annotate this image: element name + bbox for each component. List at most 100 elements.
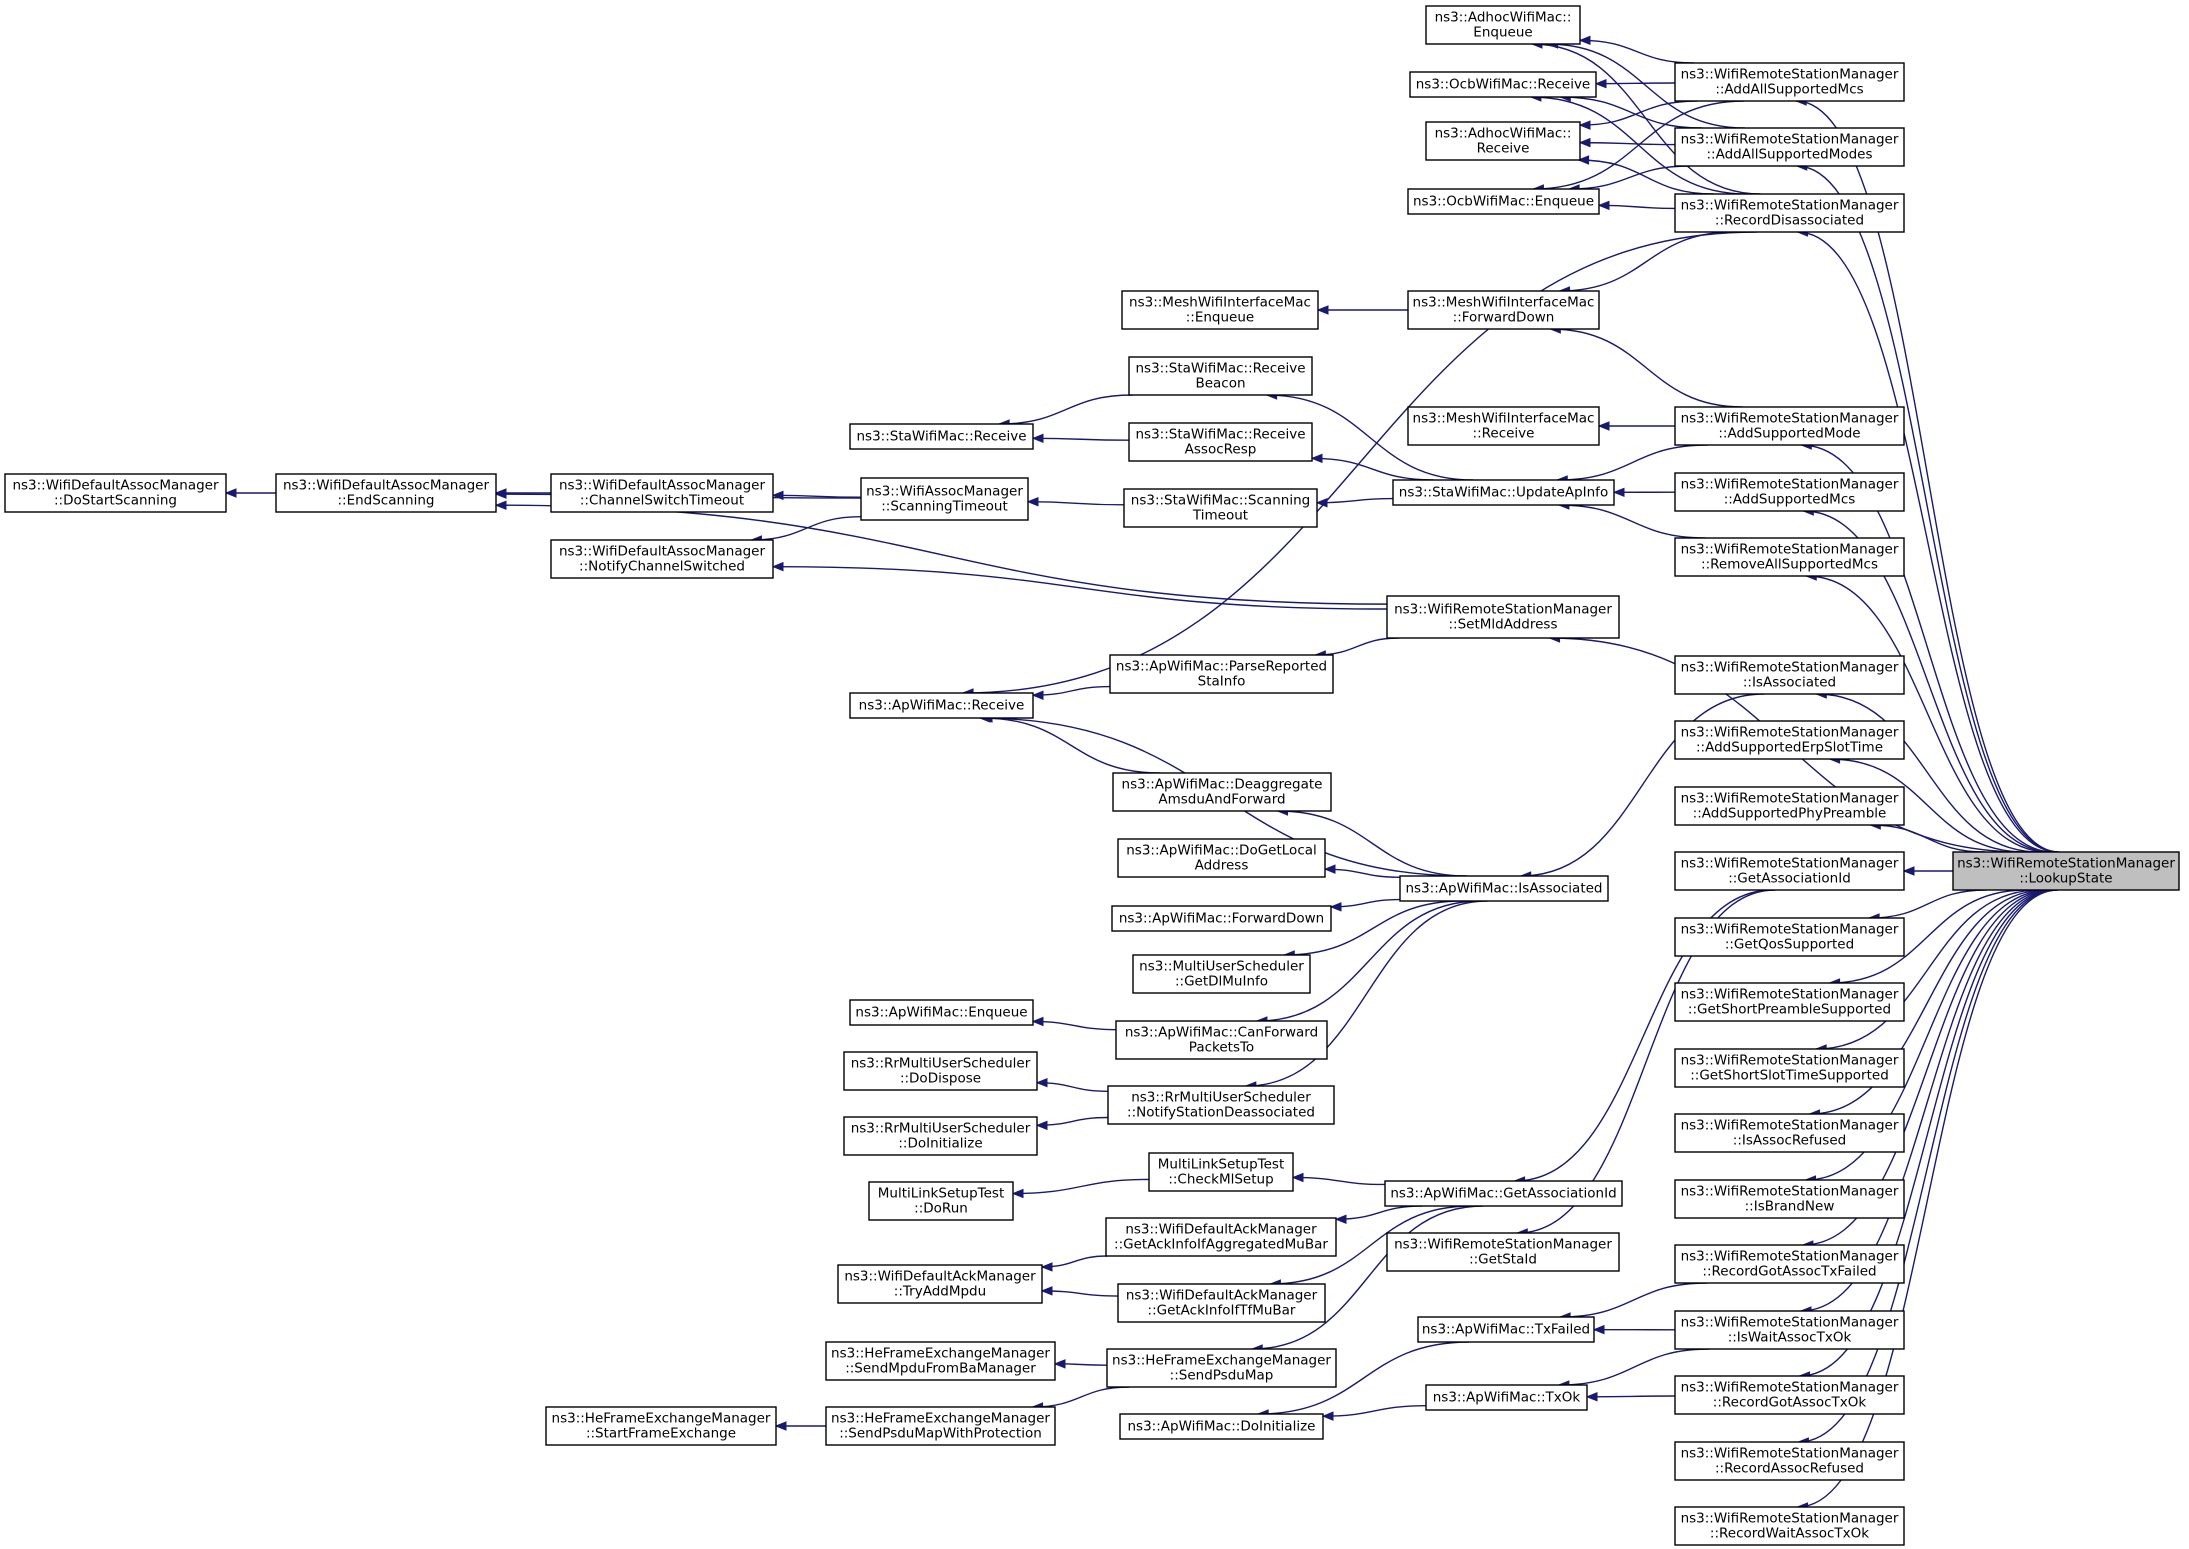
node-get_qos_supported[interactable]: ns3::WifiRemoteStationManager::GetQosSup… (1674, 917, 1905, 957)
node-rr_do_initialize[interactable]: ns3::RrMultiUserScheduler::DoInitialize (843, 1116, 1038, 1156)
edge-ap_receive-to-record_disassociated (963, 231, 1757, 694)
node-ack_get_ack_info_agg_mu_bar[interactable]: ns3::WifiDefaultAckManager::GetAckInfoIf… (1105, 1217, 1337, 1257)
node-ack_try_add_mpdu[interactable]: ns3::WifiDefaultAckManager::TryAddMpdu (837, 1264, 1043, 1304)
node-record_assoc_refused[interactable]: ns3::WifiRemoteStationManager::RecordAss… (1674, 1441, 1905, 1481)
edge-assoc_scanning_timeout-to-sta_scanning_timeout (1027, 501, 1125, 506)
node-box (1128, 356, 1313, 396)
node-he_send_mpdu_from_ba_manager[interactable]: ns3::HeFrameExchangeManager::SendMpduFro… (825, 1341, 1056, 1381)
node-mls_do_run[interactable]: MultiLinkSetupTest::DoRun (868, 1181, 1014, 1221)
node-he_send_psdu_map_with_protection[interactable]: ns3::HeFrameExchangeManager::SendPsduMap… (825, 1406, 1056, 1446)
edge-adhoc_receive-to-record_disassociated (1578, 159, 1714, 195)
node-box (1109, 654, 1334, 694)
node-rr_notify_station_deassociated[interactable]: ns3::RrMultiUserScheduler::NotifyStation… (1107, 1085, 1335, 1125)
edge-default_notify_channel_switched-to-set_mld_address (772, 565, 1388, 610)
node-is_assoc_refused[interactable]: ns3::WifiRemoteStationManager::IsAssocRe… (1674, 1113, 1905, 1153)
node-add_supported_mode[interactable]: ns3::WifiRemoteStationManager::AddSuppor… (1674, 406, 1905, 446)
nodes-layer: ns3::WifiRemoteStationManager::LookupSta… (4, 5, 2180, 1546)
node-adhoc_receive[interactable]: ns3::AdhocWifiMac::Receive (1425, 121, 1581, 161)
node-mesh_receive[interactable]: ns3::MeshWifiInterfaceMac::Receive (1407, 406, 1600, 446)
node-he_send_psdu_map[interactable]: ns3::HeFrameExchangeManager::SendPsduMap (1106, 1348, 1337, 1388)
node-he_start_frame_exchange[interactable]: ns3::HeFrameExchangeManager::StartFrameE… (545, 1406, 777, 1446)
node-ack_get_ack_info_tf_mu_bar[interactable]: ns3::WifiDefaultAckManager::GetAckInfoIf… (1117, 1283, 1326, 1323)
node-wrsm_get_sta_id[interactable]: ns3::WifiRemoteStationManager::GetStaId (1386, 1232, 1620, 1272)
edge-arrowhead (1585, 1392, 1598, 1402)
node-default_notify_channel_switched[interactable]: ns3::WifiDefaultAssocManager::NotifyChan… (550, 539, 774, 579)
node-ap_enqueue[interactable]: ns3::ApWifiMac::Enqueue (849, 999, 1034, 1026)
edge-arrowhead (1578, 137, 1591, 148)
edge-arrowhead (1031, 433, 1044, 444)
node-record_wait_assoc_tx_ok[interactable]: ns3::WifiRemoteStationManager::RecordWai… (1674, 1506, 1905, 1546)
edge-arrowhead (1031, 690, 1044, 700)
node-rr_do_dispose[interactable]: ns3::RrMultiUserScheduler::DoDispose (843, 1051, 1038, 1091)
node-default_channel_switch_timeout[interactable]: ns3::WifiDefaultAssocManager::ChannelSwi… (550, 473, 774, 513)
node-is_wait_assoc_tx_ok[interactable]: ns3::WifiRemoteStationManager::IsWaitAss… (1674, 1310, 1905, 1350)
node-label-line: ::SendPsduMap (1170, 1368, 1274, 1384)
node-mls_check_ml_setup[interactable]: MultiLinkSetupTest::CheckMlSetup (1148, 1152, 1294, 1192)
node-ap_tx_failed[interactable]: ns3::ApWifiMac::TxFailed (1417, 1316, 1595, 1343)
node-is_associated_wrsm[interactable]: ns3::WifiRemoteStationManager::IsAssocia… (1674, 655, 1905, 695)
node-ocb_enqueue[interactable]: ns3::OcbWifiMac::Enqueue (1407, 188, 1600, 215)
edge-ap_parse_reported_sta_info-to-set_mld_address (1315, 637, 1400, 656)
node-record_got_assoc_tx_failed[interactable]: ns3::WifiRemoteStationManager::RecordGot… (1674, 1244, 1905, 1284)
node-lookup_state[interactable]: ns3::WifiRemoteStationManager::LookupSta… (1952, 851, 2180, 891)
node-adhoc_enqueue[interactable]: ns3::AdhocWifiMac::Enqueue (1425, 5, 1581, 45)
edge-add_supported_mcs-to-lookup_state (1803, 510, 2053, 853)
edge-ocb_receive-to-add_all_supported_mcs (1595, 82, 1676, 85)
node-add_all_supported_modes[interactable]: ns3::WifiRemoteStationManager::AddAllSup… (1674, 127, 1905, 167)
node-mesh_enqueue[interactable]: ns3::MeshWifiInterfaceMac::Enqueue (1121, 290, 1319, 330)
node-add_all_supported_mcs[interactable]: ns3::WifiRemoteStationManager::AddAllSup… (1674, 62, 1905, 102)
node-ap_forward_down[interactable]: ns3::ApWifiMac::ForwardDown (1111, 905, 1332, 932)
node-record_got_assoc_tx_ok[interactable]: ns3::WifiRemoteStationManager::RecordGot… (1674, 1375, 1905, 1415)
node-add_supported_phy_preamble[interactable]: ns3::WifiRemoteStationManager::AddSuppor… (1674, 786, 1905, 826)
edge-arrowhead (494, 488, 507, 498)
node-mesh_forward_down[interactable]: ns3::MeshWifiInterfaceMac::ForwardDown (1407, 290, 1600, 330)
edge-ap_deaggregate-to-ap_is_associated (1277, 810, 1468, 877)
edge-ap_tx_ok-to-is_wait_assoc_tx_ok (1558, 1348, 1710, 1386)
node-get_association_id_wrsm[interactable]: ns3::WifiRemoteStationManager::GetAssoci… (1674, 851, 1905, 891)
node-record_disassociated[interactable]: ns3::WifiRemoteStationManager::RecordDis… (1674, 193, 1905, 233)
edge-he_send_psdu_map-to-ap_get_association_id (1252, 1205, 1484, 1350)
node-set_mld_address[interactable]: ns3::WifiRemoteStationManager::SetMldAdd… (1386, 595, 1620, 639)
edge-adhoc_receive-to-add_all_supported_modes (1579, 141, 1676, 146)
node-label-line: MultiLinkSetupTest (878, 1186, 1005, 1202)
edge-adhoc_enqueue-to-add_all_supported_modes (1547, 43, 1745, 129)
node-label-line: ns3::WifiDefaultAckManager (1126, 1288, 1318, 1304)
node-get_short_slot_time_supported[interactable]: ns3::WifiRemoteStationManager::GetShortS… (1674, 1048, 1905, 1088)
node-ap_deaggregate[interactable]: ns3::ApWifiMac::DeaggregateAmsduAndForwa… (1112, 772, 1332, 812)
edge-arrowhead (1594, 78, 1607, 89)
node-box (1425, 5, 1581, 45)
node-ap_get_association_id[interactable]: ns3::ApWifiMac::GetAssociationId (1384, 1180, 1623, 1207)
node-default_do_start_scanning[interactable]: ns3::WifiDefaultAssocManager::DoStartSca… (4, 473, 227, 513)
node-label-line: ns3::ApWifiMac::TxOk (1433, 1390, 1581, 1406)
node-sta_receive[interactable]: ns3::StaWifiMac::Receive (849, 423, 1034, 450)
node-box (1674, 127, 1905, 167)
node-ocb_receive[interactable]: ns3::OcbWifiMac::Receive (1409, 71, 1597, 98)
node-ap_tx_ok[interactable]: ns3::ApWifiMac::TxOk (1425, 1384, 1588, 1411)
node-sta_update_ap_info[interactable]: ns3::StaWifiMac::UpdateApInfo (1392, 479, 1615, 506)
node-add_supported_mcs[interactable]: ns3::WifiRemoteStationManager::AddSuppor… (1674, 472, 1905, 512)
node-box (1417, 1316, 1595, 1343)
edge-ap_receive-to-ap_parse_reported_sta_info (1032, 685, 1111, 696)
node-box (843, 1116, 1038, 1156)
node-label-line: MultiLinkSetupTest (1158, 1157, 1285, 1173)
node-ap_is_associated[interactable]: ns3::ApWifiMac::IsAssociated (1399, 875, 1609, 902)
node-is_brand_new[interactable]: ns3::WifiRemoteStationManager::IsBrandNe… (1674, 1179, 1905, 1219)
node-add_supported_erp_slot_time[interactable]: ns3::WifiRemoteStationManager::AddSuppor… (1674, 720, 1905, 760)
node-ap_do_initialize[interactable]: ns3::ApWifiMac::DoInitialize (1119, 1413, 1324, 1440)
node-default_end_scanning[interactable]: ns3::WifiDefaultAssocManager::EndScannin… (275, 473, 497, 513)
edge-arrowhead (1321, 1411, 1334, 1421)
node-sta_scanning_timeout[interactable]: ns3::StaWifiMac::ScanningTimeout (1123, 488, 1318, 528)
node-box (1409, 71, 1597, 98)
node-ap_receive[interactable]: ns3::ApWifiMac::Receive (849, 692, 1034, 719)
node-mus_get_dl_mu_info[interactable]: ns3::MultiUserScheduler::GetDlMuInfo (1132, 954, 1311, 994)
node-remove_all_supported_mcs[interactable]: ns3::WifiRemoteStationManager::RemoveAll… (1674, 537, 1905, 577)
node-get_short_preamble_supported[interactable]: ns3::WifiRemoteStationManager::GetShortP… (1674, 982, 1905, 1022)
node-assoc_scanning_timeout[interactable]: ns3::WifiAssocManager::ScanningTimeout (860, 477, 1029, 521)
edge-add_supported_mode-to-lookup_state (1801, 444, 2055, 853)
